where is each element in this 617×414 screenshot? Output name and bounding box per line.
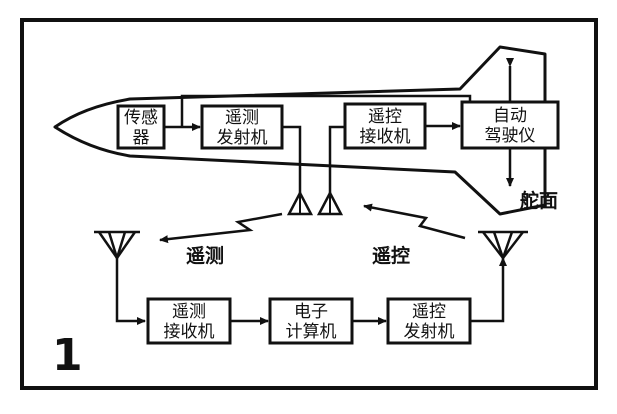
remote-control-transmitter-label-line1: 遥控 <box>412 302 446 322</box>
telemetry-antenna-lead <box>282 125 302 193</box>
computer-label-line1: 电子 <box>294 302 328 322</box>
ground-telemetry-antenna-icon <box>94 230 140 259</box>
computer-block: 电子 计算机 <box>268 297 354 345</box>
remote-control-transmitter-label-line2: 发射机 <box>404 322 455 342</box>
telemetry-transmitter-block: 遥测 发射机 <box>200 104 284 150</box>
feedback-line <box>180 94 472 127</box>
remote-control-wave-icon <box>363 203 466 240</box>
telemetry-receiver-label-line2: 接收机 <box>164 322 215 342</box>
transmitter-to-antenna-arrow <box>470 257 507 323</box>
rudder-label: 舵面 <box>520 189 558 212</box>
telemetry-antenna-to-receiver-arrow <box>115 258 146 325</box>
telemetry-label: 遥测 <box>186 245 224 267</box>
telemetry-wave-icon <box>159 212 283 244</box>
telemetry-receiver-block: 遥测 接收机 <box>146 297 232 345</box>
computer-label-line2: 计算机 <box>286 322 337 342</box>
telemetry-transmitter-label-line1: 遥测 <box>225 108 259 128</box>
sensor-block: 传感 器 <box>116 104 166 150</box>
remote-control-receiver-block: 遥控 接收机 <box>343 102 427 150</box>
remote-control-receiver-label-line2: 接收机 <box>360 127 411 147</box>
autopilot-label-line2: 驾驶仪 <box>485 126 536 146</box>
rocket-remote-antenna-icon <box>316 190 344 216</box>
telemetry-receiver-label-line1: 遥测 <box>172 302 206 322</box>
figure-number: 1 <box>52 330 83 381</box>
autopilot-label-line1: 自动 <box>493 106 527 126</box>
remote-control-transmitter-block: 遥控 发射机 <box>386 297 472 345</box>
outer-frame <box>20 18 598 390</box>
telemetry-transmitter-label-line2: 发射机 <box>217 128 268 148</box>
sensor-label-line1: 传感 <box>124 108 158 128</box>
autopilot-block: 自动 驾驶仪 <box>460 100 560 150</box>
rocket-telemetry-antenna-icon <box>286 190 314 216</box>
remote-antenna-lead <box>328 125 345 193</box>
remote-control-label: 遥控 <box>372 244 410 267</box>
ground-remote-antenna-icon <box>478 230 528 259</box>
remote-control-receiver-label-line1: 遥控 <box>368 107 402 127</box>
sensor-label-line2: 器 <box>133 128 150 148</box>
